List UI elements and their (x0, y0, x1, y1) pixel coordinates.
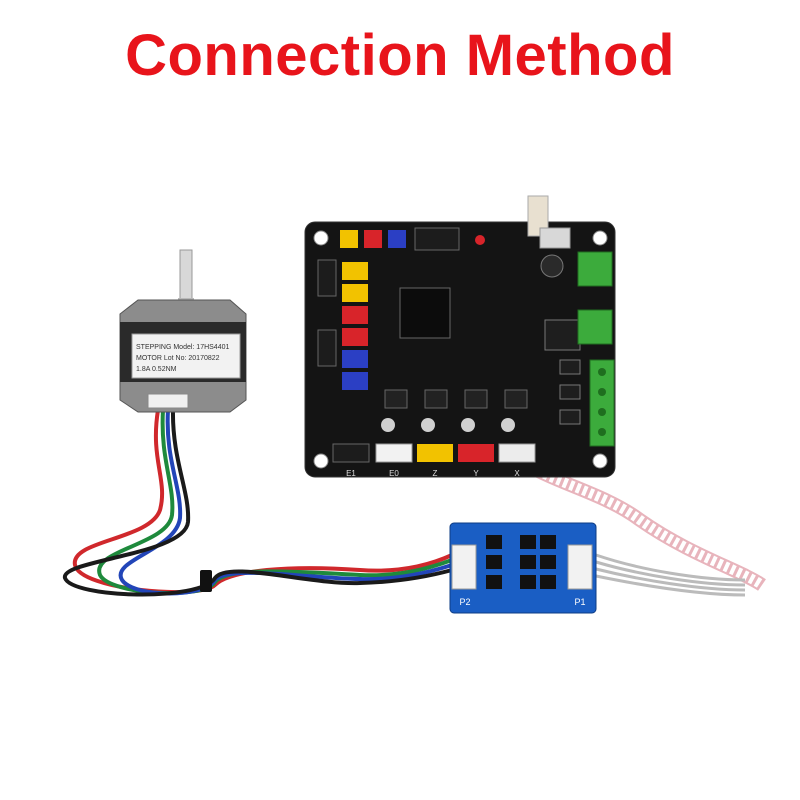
module-port-right (567, 544, 593, 590)
motor-label-line1: STEPPING Model: 17HS4401 (136, 344, 229, 351)
title: Connection Method (125, 23, 675, 88)
reset-button (475, 235, 485, 245)
controller-board: E1 E0 Z Y X (304, 195, 616, 478)
header-label-y: Y (473, 469, 479, 478)
motor-label-line3: 1.8A 0.52NM (136, 366, 177, 373)
header-label-x: X (514, 469, 520, 478)
motor-cable (63, 408, 454, 597)
stepper-motor: STEPPING Model: 17HS4401 MOTOR Lot No: 2… (119, 249, 247, 413)
bed-terminal (577, 309, 613, 345)
mcu-chip (399, 287, 451, 339)
module-label-p2: P2 (459, 597, 470, 607)
motor-label-line2: MOTOR Lot No: 20170822 (136, 355, 220, 362)
motor-connector (147, 393, 189, 409)
module-label-p1: P1 (574, 597, 585, 607)
header-label-e1: E1 (346, 469, 356, 478)
filter-module: P2 P1 (449, 522, 597, 614)
power-terminal (577, 251, 613, 287)
motor-label (131, 333, 241, 379)
cable-tie (200, 570, 212, 592)
header-label-e0: E0 (389, 469, 399, 478)
module-port-left (451, 544, 477, 590)
usb-port (527, 195, 549, 237)
board-pcb (304, 221, 616, 478)
header-label-z: Z (433, 469, 438, 478)
